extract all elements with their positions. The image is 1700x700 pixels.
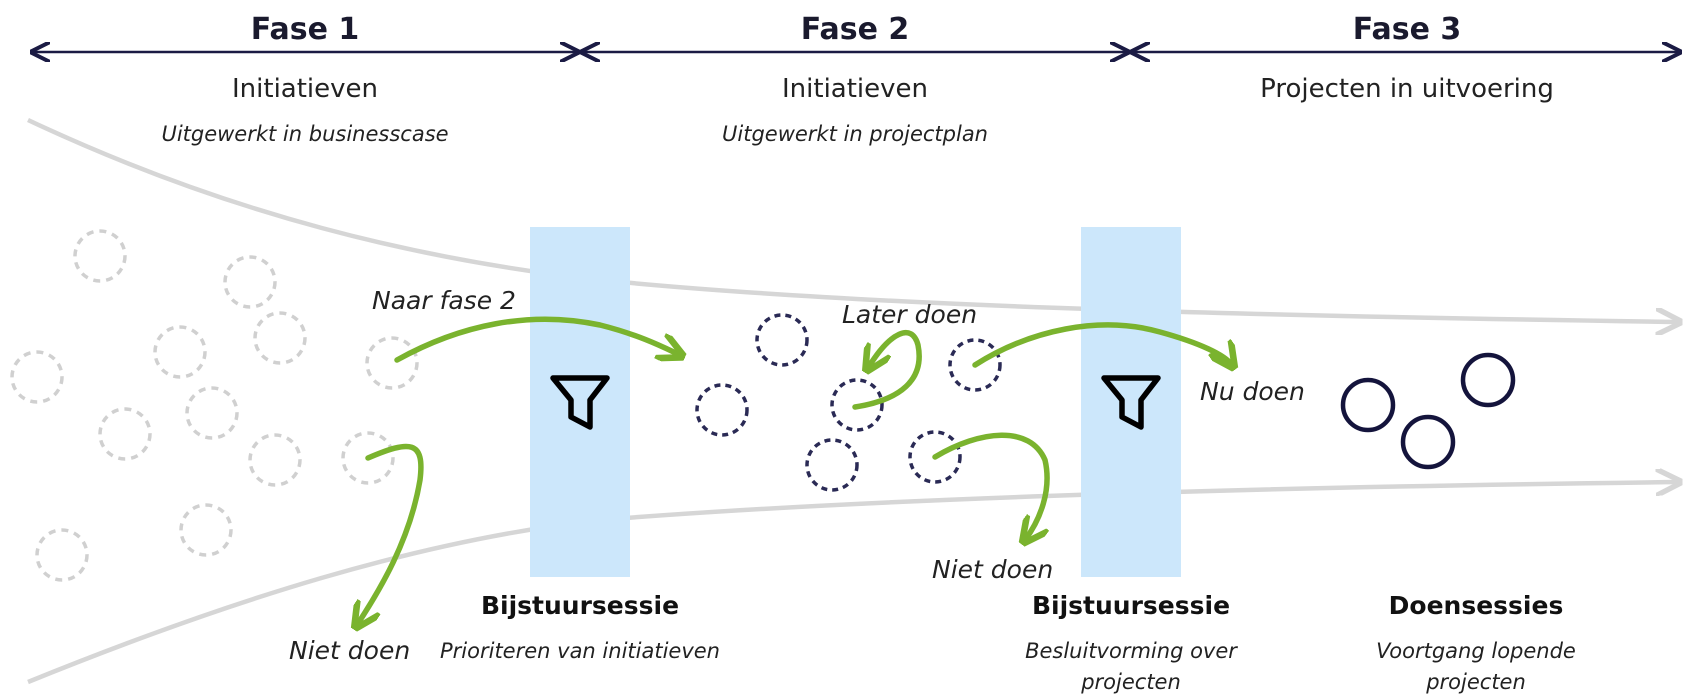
filter-band-1 <box>530 227 630 577</box>
session-3-title: Doensessies <box>1388 591 1564 620</box>
phase-1-initiatives <box>10 229 419 582</box>
initiative-circle <box>10 350 64 404</box>
funnel-bottom-line <box>27 482 1680 685</box>
initiative-circle <box>755 313 809 367</box>
phase-1-title: Fase 1 <box>250 12 360 47</box>
initiative-circle <box>248 433 302 487</box>
initiative-circle <box>948 338 1002 392</box>
initiative-circle <box>253 311 307 365</box>
later-doen-label: Later doen <box>842 300 978 329</box>
initiative-circle <box>695 383 749 437</box>
phase-3-subtitle: Projecten in uitvoering <box>1260 74 1554 104</box>
initiative-circle <box>185 386 239 440</box>
funnel-top-line <box>27 117 1680 322</box>
initiative-circle <box>805 438 859 492</box>
niet-doen-1-arrow <box>357 443 424 625</box>
initiative-circle <box>179 503 233 557</box>
project-circle <box>1340 377 1396 433</box>
session-2-description: Besluitvorming over projecten <box>1025 639 1237 694</box>
project-circle <box>1400 414 1456 470</box>
initiative-circle <box>35 528 89 582</box>
session-2-title: Bijstuursessie <box>1031 591 1231 620</box>
filter-funnel-icon <box>1101 375 1161 430</box>
filter-band-2 <box>1081 227 1181 577</box>
phase-2-subtitle: Initiatieven <box>782 74 928 104</box>
phase-3-title: Fase 3 <box>1352 12 1462 47</box>
initiative-circle <box>341 431 395 485</box>
phase-3-projects <box>1340 352 1516 470</box>
phase-1-subtitle: Initiatieven <box>232 74 378 104</box>
niet-doen-1-label: Niet doen <box>289 636 411 665</box>
niet-doen-2-arrow <box>932 432 1050 540</box>
initiative-circle <box>908 430 962 484</box>
phase-2-initiatives <box>695 313 1002 492</box>
initiative-circle <box>830 378 884 432</box>
later-doen-arrow <box>852 330 922 410</box>
session-1-description: Prioriteren van initiatieven <box>440 639 720 663</box>
naar-fase-2-label: Naar fase 2 <box>372 286 516 315</box>
session-1-title: Bijstuursessie <box>480 591 680 620</box>
session-3-description: Voortgang lopende projecten <box>1376 639 1576 694</box>
funnel-outline <box>27 117 1680 685</box>
nu-doen-arrow <box>972 322 1232 365</box>
phase-1-description: Uitgewerkt in businesscase <box>161 122 449 146</box>
initiative-circle <box>73 229 127 283</box>
phase-2-title: Fase 2 <box>800 12 910 47</box>
flow-arrows <box>357 316 1232 625</box>
niet-doen-2-label: Niet doen <box>932 555 1054 584</box>
initiative-circle <box>223 255 277 309</box>
naar-fase-2-arrow <box>394 316 680 363</box>
initiative-circle <box>153 325 207 379</box>
project-circle <box>1460 352 1516 408</box>
nu-doen-label: Nu doen <box>1200 377 1305 406</box>
initiative-circle <box>98 407 152 461</box>
initiative-circle <box>365 336 419 390</box>
phase-2-description: Uitgewerkt in projectplan <box>722 122 988 146</box>
filter-funnel-icon <box>550 375 610 430</box>
